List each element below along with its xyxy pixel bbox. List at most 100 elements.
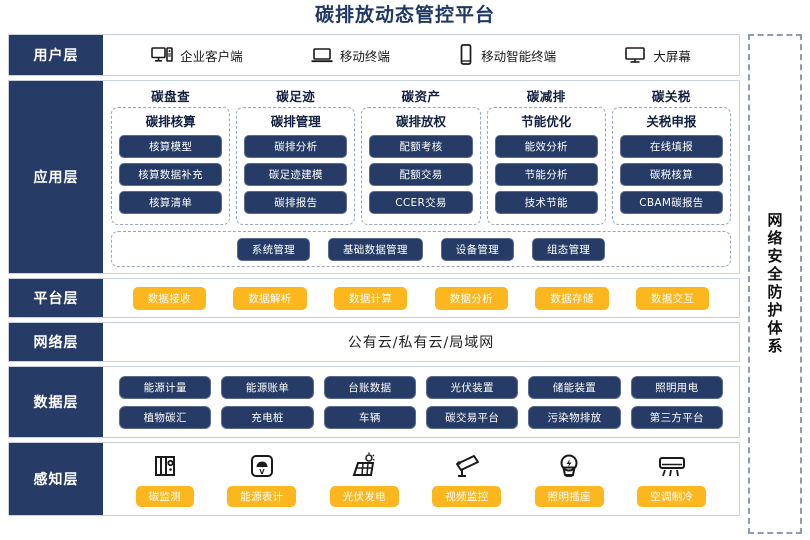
management-pill-configuration[interactable]: 组态管理 (532, 237, 606, 261)
app-item-pill[interactable]: 碳排报告 (244, 191, 348, 214)
data-pill-third-party-platform[interactable]: 第三方平台 (630, 405, 723, 429)
sense-item-video-surveillance[interactable]: 视频监控 (432, 451, 502, 507)
data-row-1: 能源计量 能源账单 台账数据 光伏装置 储能装置 照明用电 (119, 375, 723, 399)
layer-body-application: 碳盘查 碳排核算 核算模型 核算数据补充 核算清单 碳足迹 碳排管理 碳排分析 … (103, 81, 739, 273)
cctv-camera-icon (452, 451, 482, 481)
layer-body-network: 公有云/私有云/局域网 (103, 323, 739, 361)
sense-item-label: 照明插座 (534, 486, 604, 507)
layer-body-data: 能源计量 能源账单 台账数据 光伏装置 储能装置 照明用电 植物碳汇 充电桩 车… (103, 367, 739, 437)
layer-tag-data: 数据层 (9, 367, 103, 437)
data-pill-pv-device[interactable]: 光伏装置 (425, 375, 519, 399)
app-item-pill[interactable]: 核算数据补充 (119, 163, 223, 186)
desktop-tower-icon (151, 46, 173, 64)
layer-row-user: 用户层 企业客户端 (8, 34, 740, 76)
user-item-smart-mobile-terminal[interactable]: 移动智能终端 (458, 44, 556, 66)
sense-item-lighting-socket[interactable]: 照明插座 (534, 451, 604, 507)
platform-pill-data-receive[interactable]: 数据接收 (132, 286, 206, 310)
layer-row-sense: 感知层 碳监测 (8, 442, 740, 516)
platform-pill-data-analysis[interactable]: 数据分析 (434, 286, 508, 310)
app-group-title: 碳减排 (526, 89, 566, 104)
app-group-carbon-inventory: 碳盘查 碳排核算 核算模型 核算数据补充 核算清单 (111, 86, 231, 225)
app-group-subtitle: 关税申报 (646, 114, 697, 129)
data-pill-storage-device[interactable]: 储能装置 (528, 375, 621, 399)
platform-pill-data-compute[interactable]: 数据计算 (334, 286, 408, 310)
data-pill-carbon-trading-platform[interactable]: 碳交易平台 (425, 405, 519, 429)
data-pill-energy-metering[interactable]: 能源计量 (119, 375, 212, 399)
app-item-pill[interactable]: 技术节能 (494, 191, 598, 214)
data-row-2: 植物碳汇 充电桩 车辆 碳交易平台 污染物排放 第三方平台 (119, 405, 723, 429)
app-group-box: 碳排放权 配额考核 配额交易 CCER交易 (361, 107, 481, 225)
platform-pill-data-storage[interactable]: 数据存储 (535, 286, 609, 310)
app-item-pill[interactable]: CCER交易 (369, 191, 473, 214)
smartphone-icon (458, 44, 474, 66)
app-item-pill[interactable]: 节能分析 (494, 163, 598, 186)
app-group-title: 碳资产 (401, 89, 441, 104)
user-item-label: 移动智能终端 (481, 48, 557, 64)
layer-row-platform: 平台层 数据接收 数据解析 数据计算 数据分析 数据存储 数据交互 (8, 278, 740, 318)
app-group-subtitle: 碳排核算 (145, 114, 196, 129)
app-item-pill[interactable]: 能效分析 (494, 135, 598, 158)
app-group-box: 关税申报 在线填报 碳税核算 CBAM碳报告 (611, 107, 732, 225)
data-pill-pollutant-emission[interactable]: 污染物排放 (528, 405, 621, 429)
sense-item-label: 碳监测 (135, 486, 195, 507)
app-group-title: 碳关税 (651, 89, 691, 104)
data-pill-energy-bill[interactable]: 能源账单 (221, 375, 314, 399)
platform-pill-data-parse[interactable]: 数据解析 (233, 286, 307, 310)
energy-meter-icon: V (247, 451, 277, 481)
layer-tag-platform: 平台层 (9, 279, 103, 317)
app-item-pill[interactable]: 配额考核 (369, 135, 473, 158)
network-description: 公有云/私有云/局域网 (347, 335, 495, 351)
layer-row-data: 数据层 能源计量 能源账单 台账数据 光伏装置 储能装置 照明用电 植物碳汇 充… (8, 366, 740, 438)
layer-tag-user: 用户层 (9, 35, 103, 75)
sense-item-carbon-monitoring[interactable]: 碳监测 (135, 451, 195, 507)
app-group-carbon-reduction: 碳减排 节能优化 能效分析 节能分析 技术节能 (486, 86, 606, 225)
co2-monitor-icon (150, 451, 180, 481)
sense-item-label: 视频监控 (432, 486, 502, 507)
layer-row-network: 网络层 公有云/私有云/局域网 (8, 322, 740, 362)
page-title: 碳排放动态管控平台 (314, 4, 495, 26)
air-conditioner-icon (657, 451, 687, 481)
app-item-pill[interactable]: 核算清单 (119, 191, 223, 214)
management-pill-device[interactable]: 设备管理 (440, 237, 514, 261)
user-item-label: 企业客户端 (180, 48, 243, 64)
sense-item-energy-meter[interactable]: V 能源表计 (227, 451, 297, 507)
user-item-label: 大屏幕 (653, 48, 691, 64)
app-item-pill[interactable]: 碳排分析 (244, 135, 348, 158)
layer-body-sense: 碳监测 V 能源表计 (103, 443, 739, 515)
sense-item-pv-generation[interactable]: 光伏发电 (329, 451, 399, 507)
app-item-pill[interactable]: CBAM碳报告 (619, 191, 724, 214)
app-group-subtitle: 碳排管理 (270, 114, 321, 129)
data-pill-charging-pile[interactable]: 充电桩 (221, 405, 314, 429)
application-management-box: 系统管理 基础数据管理 设备管理 组态管理 (111, 231, 731, 267)
layer-body-platform: 数据接收 数据解析 数据计算 数据分析 数据存储 数据交互 (103, 279, 739, 317)
user-item-label: 移动终端 (339, 48, 390, 64)
lightbulb-icon (554, 451, 584, 481)
user-item-big-screen[interactable]: 大屏幕 (624, 46, 691, 65)
user-item-enterprise-client[interactable]: 企业客户端 (151, 46, 243, 65)
solar-panel-icon (349, 451, 379, 481)
app-item-pill[interactable]: 核算模型 (119, 135, 223, 158)
app-item-pill[interactable]: 碳税核算 (619, 163, 724, 186)
data-pill-plant-carbon-sink[interactable]: 植物碳汇 (119, 405, 212, 429)
data-pill-ledger-data[interactable]: 台账数据 (323, 375, 416, 399)
management-pill-system[interactable]: 系统管理 (236, 237, 310, 261)
sense-item-label: 光伏发电 (329, 486, 399, 507)
layer-tag-application: 应用层 (9, 81, 103, 273)
app-item-pill[interactable]: 配额交易 (369, 163, 473, 186)
app-group-title: 碳盘查 (151, 89, 191, 104)
data-pill-lighting-power[interactable]: 照明用电 (630, 375, 723, 399)
app-item-pill[interactable]: 在线填报 (619, 135, 724, 158)
svg-text:V: V (259, 468, 265, 476)
data-pill-vehicle[interactable]: 车辆 (323, 405, 416, 429)
app-item-pill[interactable]: 碳足迹建模 (244, 163, 348, 186)
user-item-mobile-terminal[interactable]: 移动终端 (311, 46, 390, 65)
sense-item-label: 空调制冷 (637, 486, 707, 507)
app-group-box: 碳排管理 碳排分析 碳足迹建模 碳排报告 (236, 107, 356, 225)
layer-tag-sense: 感知层 (9, 443, 103, 515)
network-security-label: 网络安全防护体系 (765, 212, 784, 356)
architecture-diagram: 用户层 企业客户端 (8, 34, 740, 534)
management-pill-basic-data[interactable]: 基础数据管理 (327, 237, 423, 261)
platform-pill-data-exchange[interactable]: 数据交互 (636, 286, 710, 310)
sense-item-air-conditioning[interactable]: 空调制冷 (637, 451, 707, 507)
app-group-carbon-tariff: 碳关税 关税申报 在线填报 碳税核算 CBAM碳报告 (611, 86, 732, 225)
